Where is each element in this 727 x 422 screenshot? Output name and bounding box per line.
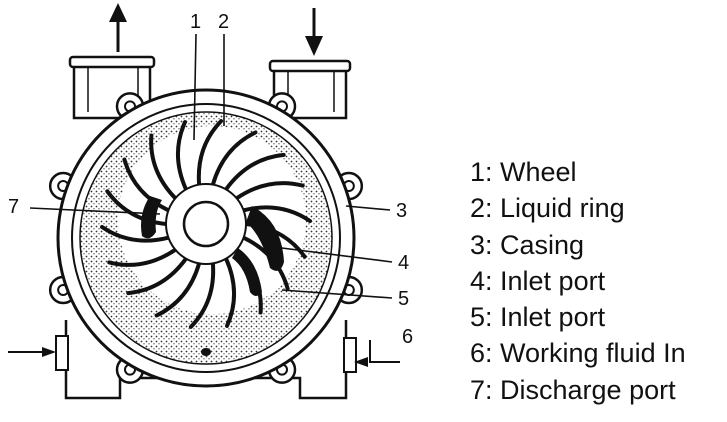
drain-plug — [201, 348, 211, 356]
liquid-ring-pump-diagram: 1 2 3 4 5 6 7 — [8, 3, 413, 400]
legend-item-discharge-port: 7: Discharge port — [470, 374, 676, 405]
legend-item-working-fluid-in: 6: Working fluid In — [470, 338, 686, 369]
wheel-blade — [122, 157, 171, 213]
legend: 1: Wheel 2: Liquid ring 3: Casing 4: Inl… — [470, 154, 686, 408]
wheel-blade — [224, 152, 286, 192]
callout-5: 5 — [398, 288, 409, 310]
wheel-blade — [188, 261, 216, 329]
fluid-in-arrow-right — [354, 340, 400, 367]
wheel-blade — [100, 225, 171, 243]
wheel-blade — [154, 261, 202, 318]
inlet-port-shape-lower — [232, 248, 262, 296]
wheel-blade — [224, 256, 237, 328]
legend-item-wheel: 1: Wheel — [470, 157, 577, 187]
wheel-blade — [241, 205, 312, 223]
callout-7: 7 — [8, 196, 19, 218]
wheel-blade — [234, 181, 305, 201]
wheel-blade — [149, 133, 178, 201]
callout-3: 3 — [396, 200, 407, 222]
callout-2: 2 — [218, 11, 229, 33]
wheel-blade — [126, 256, 188, 296]
legend-item-casing: 3: Casing — [470, 229, 585, 260]
wheel-blade — [175, 120, 188, 192]
outflow-arrow — [109, 3, 127, 52]
wheel-blade — [210, 130, 258, 187]
discharge-port-shape — [141, 196, 162, 239]
callout-4: 4 — [398, 252, 409, 274]
fluid-in-arrow-left — [8, 347, 56, 357]
inlet-port-shape — [246, 206, 284, 271]
callout-1: 1 — [190, 11, 201, 33]
wheel-blade — [196, 119, 224, 187]
legend-item-inlet-port-5: 5: Inlet port — [470, 302, 606, 333]
legend-item-liquid-ring: 2: Liquid ring — [470, 193, 625, 224]
inflow-arrow — [305, 8, 323, 56]
wheel-hub-bore — [182, 200, 230, 248]
legend-item-inlet-port-4: 4: Inlet port — [470, 265, 606, 296]
callout-6: 6 — [402, 326, 413, 348]
callout-leaders — [29, 33, 393, 299]
wheel-blade — [107, 247, 178, 267]
wheel-blade — [105, 189, 168, 226]
